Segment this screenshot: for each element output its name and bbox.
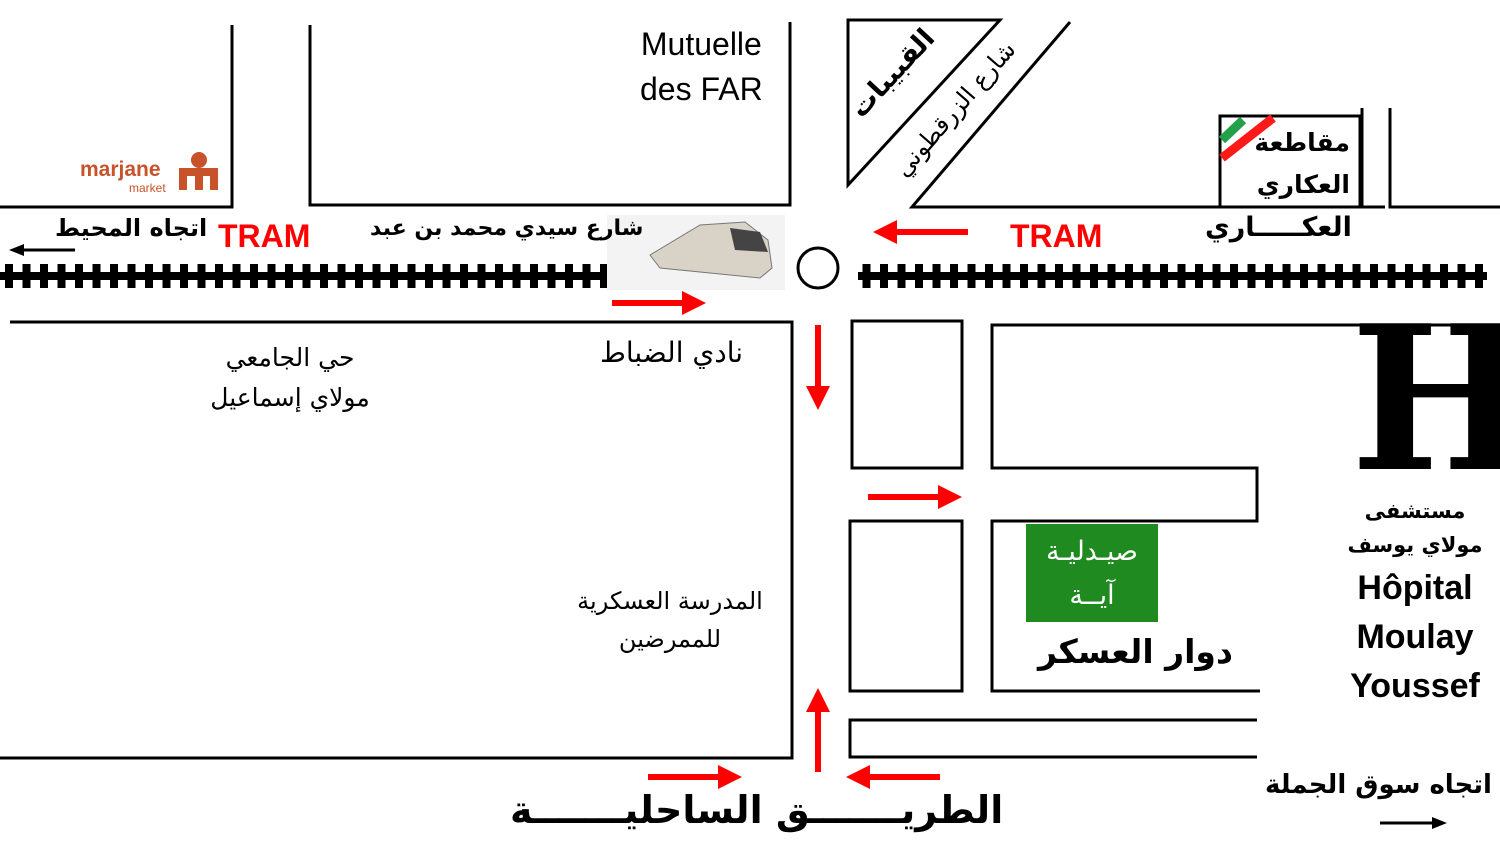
tram-track-left [0,264,607,288]
tram-track-right [858,264,1487,288]
direction-souk-label: اتجاه سوق الجملة [1265,770,1492,800]
marjane-logo-sub: market [129,181,166,195]
moukataa-label: مقاطعة العكاري [1254,122,1350,206]
ecole-line1: المدرسة العسكرية [577,587,763,615]
akkari-street-label: العكـــــاري [1205,212,1352,243]
block-mutuelle [308,22,792,207]
pharmacy-line1: صيـدليـة [1046,536,1138,567]
pharmacy-label: صيـدليـة آيــة [1026,530,1158,618]
coastal-road-label: الطريـــــــق الساحليـــــــة [510,788,1004,832]
tram-label-left: TRAM [218,218,311,254]
pharmacy-box [1026,524,1158,622]
marjane-logo: marjane [80,158,161,181]
hay-jamai-line1: حي الجامعي [225,343,355,372]
block-b [848,519,964,693]
block-moukataa [1218,114,1362,207]
pharmacy-line2: آيــة [1069,580,1115,611]
ecole-label: المدرسة العسكرية للممرضين [570,582,770,658]
tram-image [607,215,785,290]
hospital-ar-line1: مستشفى [1364,499,1466,523]
hospital-fr-label: Hôpital Moulay Youssef [1335,564,1495,711]
block-far-right [1388,108,1500,209]
traffic-arrows [612,220,968,789]
block-qubibat [846,18,1004,189]
hospital-fr-line2: Moulay [1356,618,1474,656]
hospital-fr-line3: Youssef [1350,667,1480,705]
hospital-ar-label: مستشفى مولاي يوسف [1345,494,1485,562]
block-douar [990,323,1482,693]
hay-jamai-label: حي الجامعي مولاي إسماعيل [195,338,385,418]
tram-label-right: TRAM [1010,218,1103,254]
moukataa-line2: العكاري [1256,170,1350,199]
moukataa-line1: مقاطعة [1254,128,1350,157]
block-hay-jamai [0,320,794,760]
hay-jamai-line2: مولاي إسماعيل [210,383,370,412]
roundabout [796,246,840,290]
douar-askar-label: دوار العسكر [1038,632,1233,671]
hospital-icon: H [1351,300,1500,500]
mutuelle-label: Mutuelle des FAR [640,22,763,112]
block-strip [848,718,1257,759]
block-a [850,319,964,470]
nadi-dobbat-label: نادي الضباط [600,336,744,369]
moukataa-logo-icon [1218,114,1276,162]
hospital-ar-line2: مولاي يوسف [1347,533,1483,557]
mutuelle-line2: des FAR [640,71,763,107]
direction-mohit-label: اتجاه المحيط [55,214,208,242]
street-mohamed-label: شارع سيدي محمد بن عبد [370,216,644,241]
hospital-fr-line1: Hôpital [1357,569,1473,607]
marjane-logo-icon [179,152,218,190]
block-zerktouni [908,21,1385,209]
mutuelle-line1: Mutuelle [640,26,762,62]
block-marjane [0,25,234,209]
ecole-line2: للممرضين [618,625,722,653]
